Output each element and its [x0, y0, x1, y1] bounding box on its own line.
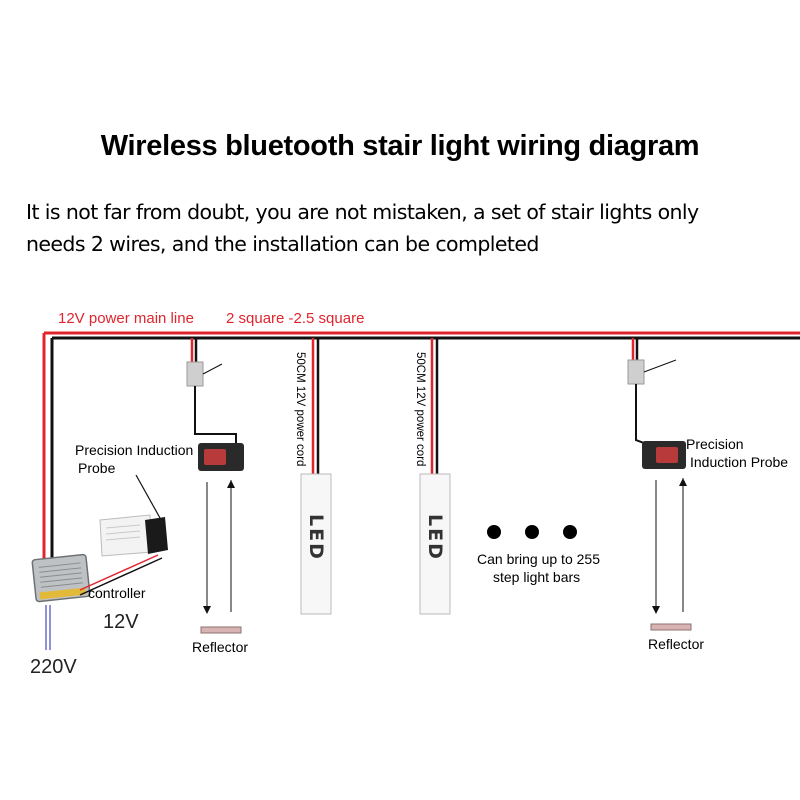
- led1-cord-label: 50CM 12V power cord: [294, 352, 306, 467]
- voltage-12v-label: 12V: [103, 611, 139, 633]
- controller-wire-positive: [79, 554, 159, 591]
- right-connector-leader: [643, 359, 677, 373]
- left-probe: [198, 443, 244, 471]
- controller-wire-negative: [79, 557, 163, 596]
- more-dot-2: [525, 525, 539, 539]
- intro-text: It is not far from doubt, you are not mi…: [26, 196, 796, 260]
- capacity-note-2: step light bars: [493, 569, 581, 585]
- right-reflector-label: Reflector: [648, 636, 705, 652]
- more-dot-3: [563, 525, 577, 539]
- right-connector: [627, 359, 645, 385]
- power-supply: [31, 553, 91, 603]
- intro-line-1: It is not far from doubt, you are not mi…: [26, 200, 699, 224]
- right-reflector: [650, 623, 692, 631]
- led1-label: LED: [305, 514, 327, 561]
- right-probe-cable: [635, 384, 653, 447]
- left-connector-leader: [202, 363, 223, 375]
- voltage-220v-label: 220V: [30, 656, 77, 678]
- led-bar-1: [300, 473, 332, 615]
- left-reflector: [200, 626, 242, 634]
- main-line-spec: 2 square -2.5 square: [226, 310, 365, 327]
- left-probe-cable: [194, 386, 237, 445]
- main-line-label: 12V power main line: [58, 310, 194, 327]
- left-probe-label-1: Precision Induction: [75, 442, 194, 458]
- controller-label: controller: [88, 585, 146, 601]
- right-probe: [642, 441, 686, 469]
- left-connector: [186, 361, 204, 387]
- intro-line-2: needs 2 wires, and the installation can …: [26, 232, 539, 256]
- page-title: Wireless bluetooth stair light wiring di…: [100, 130, 700, 162]
- capacity-note-1: Can bring up to 255: [477, 551, 600, 567]
- led2-label: LED: [424, 514, 446, 561]
- more-dot-1: [487, 525, 501, 539]
- led2-cord-label: 50CM 12V power cord: [414, 352, 426, 467]
- right-probe-label-2: Induction Probe: [690, 454, 789, 470]
- left-reflector-label: Reflector: [192, 639, 249, 655]
- right-probe-label-1: Precision: [686, 436, 744, 452]
- controller-pointer: [135, 474, 161, 519]
- left-probe-label-2: Probe: [78, 460, 116, 476]
- led-bar-2: [419, 473, 451, 615]
- controller-module: [99, 514, 168, 557]
